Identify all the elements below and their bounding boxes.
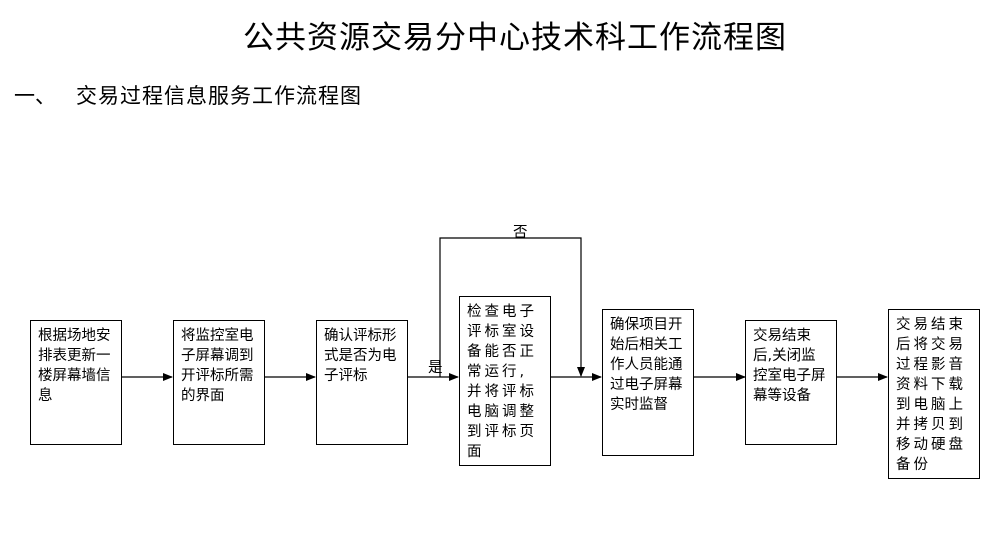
step-switch-monitor-screen: 将监控室电子屏幕调到开评标所需的界面 xyxy=(173,320,265,445)
step-update-screen-wall: 根据场地安排表更新一楼屏幕墙信息 xyxy=(30,320,122,445)
step-ensure-supervision: 确保项目开始后相关工作人员能通过电子屏幕实时监督 xyxy=(602,309,694,456)
label-yes: 是 xyxy=(428,360,443,376)
section-number: 一、 xyxy=(14,84,56,108)
arrow-no-branch xyxy=(439,237,585,377)
page-title: 公共资源交易分中心技术科工作流程图 xyxy=(243,20,787,56)
step-turn-off-equipment: 交易结束后,关闭监控室电子屏幕等设备 xyxy=(745,320,837,445)
section-title: 交易过程信息服务工作流程图 xyxy=(76,84,362,108)
step-backup-recordings: 交易结束后将交易过程影音资料下载到电脑上并拷贝到移动硬盘备份 xyxy=(888,309,980,479)
step-text: 确保项目开始后相关工作人员能通过电子屏幕实时监督 xyxy=(610,317,683,413)
step-check-equipment: 检查电子评标室设备能否正常运行,并将评标电脑调整到评标页面 xyxy=(459,296,551,466)
step-text: 将监控室电子屏幕调到开评标所需的界面 xyxy=(181,328,254,404)
step-text: 检查电子评标室设备能否正常运行,并将评标电脑调整到评标页面 xyxy=(467,304,537,460)
step-confirm-evaluation-type: 确认评标形式是否为电子评标 xyxy=(316,320,408,445)
label-no: 否 xyxy=(513,225,528,241)
step-text: 交易结束后将交易过程影音资料下载到电脑上并拷贝到移动硬盘备份 xyxy=(896,317,966,473)
step-text: 确认评标形式是否为电子评标 xyxy=(324,328,397,384)
step-text: 交易结束后,关闭监控室电子屏幕等设备 xyxy=(753,328,826,404)
step-text: 根据场地安排表更新一楼屏幕墙信息 xyxy=(38,328,111,404)
